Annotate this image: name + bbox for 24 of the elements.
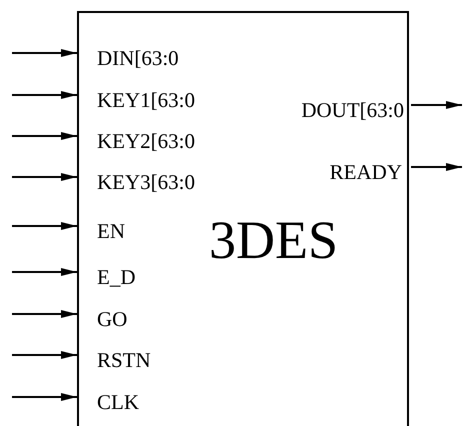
signal-arrow [12, 268, 77, 276]
pin-name: E_D [97, 265, 136, 289]
signal-arrow [411, 163, 462, 171]
signal-arrow [12, 132, 77, 140]
signal-arrow [12, 393, 77, 401]
pin-name: KEY2[63:0 [97, 129, 195, 153]
pin-name: EN [97, 219, 125, 243]
signal-arrow [12, 310, 77, 318]
signal-arrow [12, 49, 77, 57]
signal-arrow [12, 91, 77, 99]
pin-name: KEY1[63:0 [97, 88, 195, 112]
module-block [77, 11, 409, 426]
pin-name: KEY3[63:0 [97, 170, 195, 194]
pin-name: RSTN [97, 348, 151, 372]
signal-arrow [12, 222, 77, 230]
module-name: 3DES [209, 213, 338, 267]
pin-name: CLK [97, 390, 139, 414]
signal-arrow [411, 101, 462, 109]
signal-arrow [12, 173, 77, 181]
pin-name: DIN[63:0 [97, 46, 179, 70]
pin-name: DOUT[63:0 [301, 98, 404, 122]
pin-name: GO [97, 307, 128, 331]
signal-arrow [12, 351, 77, 359]
pin-name: READY [330, 160, 402, 184]
